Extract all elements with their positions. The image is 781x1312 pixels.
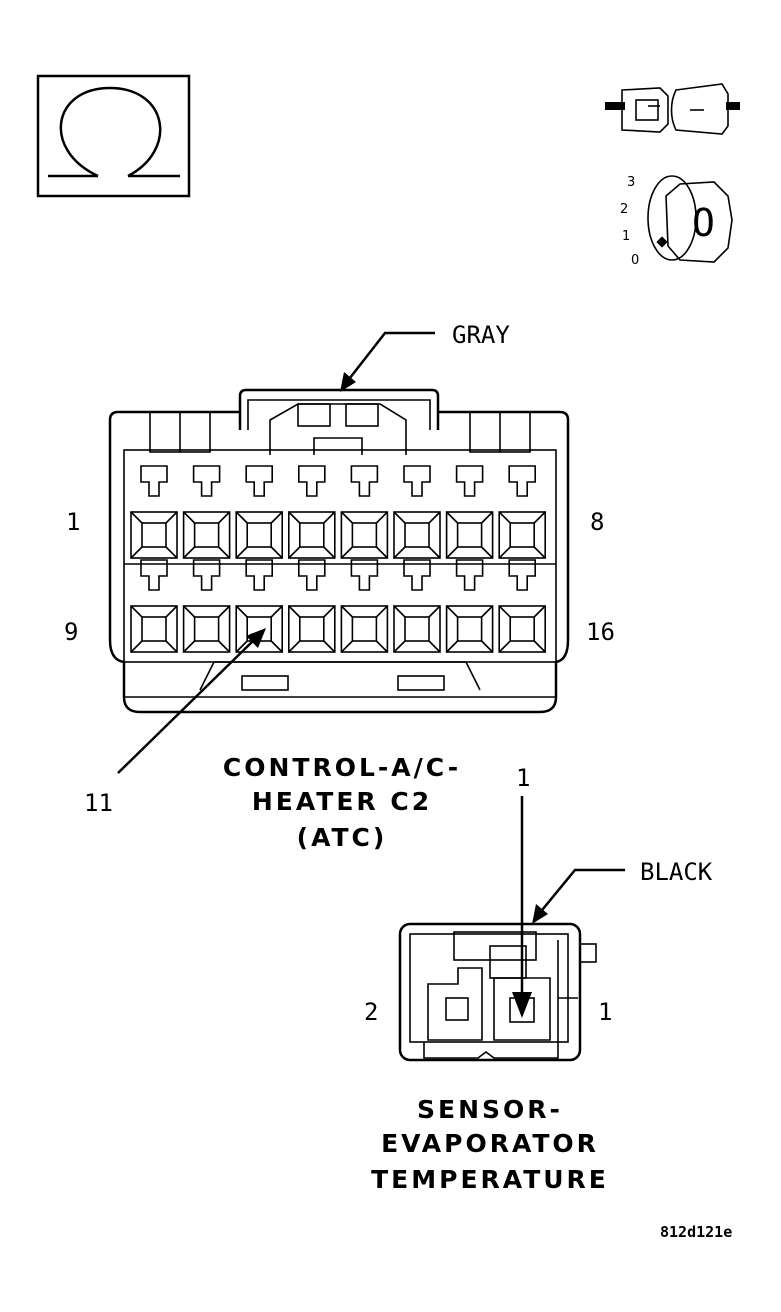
c2-row1-start-label: 1 xyxy=(66,508,80,536)
ignition-position-0: 0 xyxy=(631,253,639,268)
c2-pin-cavity-4 xyxy=(287,465,336,559)
sensor-title-line-1: SENSOR- xyxy=(417,1095,563,1124)
sensor-right-pin-label: 1 xyxy=(598,998,612,1026)
c2-color-label: GRAY xyxy=(452,321,510,349)
c2-pin-cavity-13 xyxy=(340,559,389,653)
ignition-position-1: 1 xyxy=(622,229,630,244)
ignition-key-icon: O 3 2 1 0 xyxy=(620,175,733,268)
c2-pin-cavity-14 xyxy=(393,559,441,653)
c2-pin-cavity-12 xyxy=(287,559,336,653)
ohm-icon xyxy=(36,74,191,198)
ignition-position-3: 3 xyxy=(627,175,635,190)
sensor-connector: BLACK 1 2 1 SENSOR- EVAPORATOR TEMPERATU… xyxy=(364,764,713,1194)
ignition-position-2: 2 xyxy=(620,202,628,217)
sensor-title-line-3: TEMPERATURE xyxy=(371,1165,609,1194)
c2-pin-cavity-10 xyxy=(182,559,231,653)
c2-title-line-3: (ATC) xyxy=(297,823,388,852)
c2-row2-start-label: 9 xyxy=(64,618,78,646)
c2-pin-cavity-16 xyxy=(498,559,547,653)
c2-pin-cavity-5 xyxy=(340,465,389,559)
c2-pin-grid xyxy=(130,465,547,653)
c2-pin-cavity-9 xyxy=(130,559,178,653)
sensor-color-label: BLACK xyxy=(640,858,713,886)
c2-pin-cavity-8 xyxy=(498,465,547,559)
c2-pin-cavity-1 xyxy=(130,465,178,559)
figure-code: 812d121e xyxy=(660,1223,732,1241)
c2-callout-pin: 11 xyxy=(84,789,113,817)
sensor-left-pin-label: 2 xyxy=(364,998,378,1026)
c2-title-line-2: HEATER C2 xyxy=(252,787,432,816)
c2-pin-cavity-7 xyxy=(445,465,494,559)
sensor-callout-pin: 1 xyxy=(516,764,530,792)
connector-c2: GRAY 1 8 9 16 11 CONTROL-A/C- HEATER C2 xyxy=(64,321,615,852)
c2-pin-cavity-3 xyxy=(235,465,283,559)
c2-row2-end-label: 16 xyxy=(586,618,615,646)
c2-row1-end-label: 8 xyxy=(590,508,604,536)
disconnected-connector-icon xyxy=(605,83,740,135)
sensor-title-line-2: EVAPORATOR xyxy=(381,1129,599,1158)
c2-title-line-1: CONTROL-A/C- xyxy=(223,753,461,782)
ignition-key-letter: O xyxy=(692,201,715,245)
c2-pin-cavity-15 xyxy=(445,559,494,653)
c2-pin-cavity-6 xyxy=(393,465,441,559)
c2-pin-cavity-2 xyxy=(182,465,231,559)
